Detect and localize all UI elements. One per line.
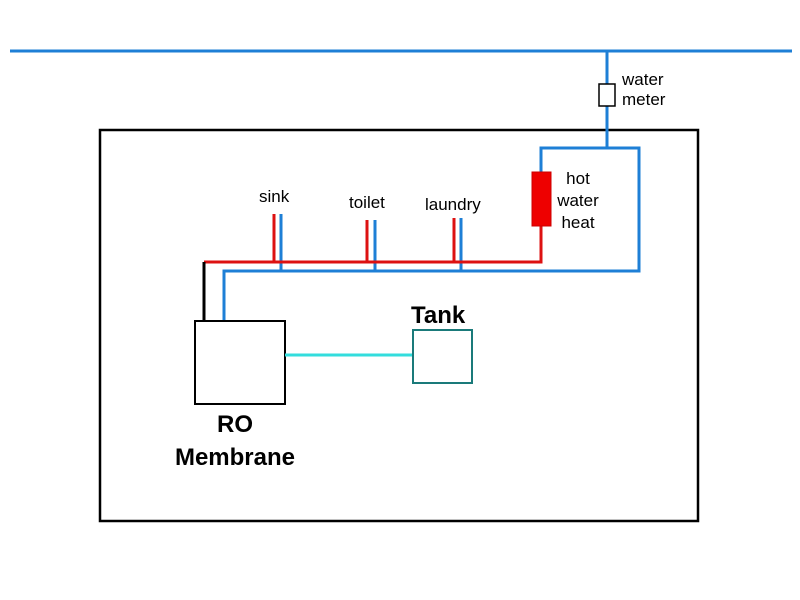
cold-distribution-line	[222, 146, 641, 321]
sink-label: sink	[259, 187, 290, 206]
tank-label: Tank	[411, 302, 466, 329]
hot-distribution-line	[204, 226, 543, 264]
laundry-label: laundry	[425, 195, 481, 214]
ro-membrane-label: RO Membrane	[155, 408, 315, 474]
hot-water-heat-label-line2: water	[557, 191, 599, 210]
water-meter-label-line2: meter	[622, 90, 666, 109]
water-meter-label-line1: water	[622, 70, 664, 89]
ro-membrane-label-line2: Membrane	[174, 444, 296, 471]
water-meter-label: water meter	[622, 70, 665, 110]
hot-water-heat-label-line3: heat	[561, 213, 595, 232]
water-meter	[598, 83, 616, 107]
tank-box	[412, 329, 473, 384]
water-heater	[531, 171, 552, 227]
hot-water-heat-label-line1: hot	[566, 169, 590, 188]
toilet-label: toilet	[349, 193, 385, 212]
hot-water-heat-label: hot water heat	[548, 168, 608, 234]
house-outline	[98, 128, 700, 523]
ro-membrane-box	[194, 320, 286, 405]
ro-membrane-label-line1: RO	[217, 411, 253, 438]
